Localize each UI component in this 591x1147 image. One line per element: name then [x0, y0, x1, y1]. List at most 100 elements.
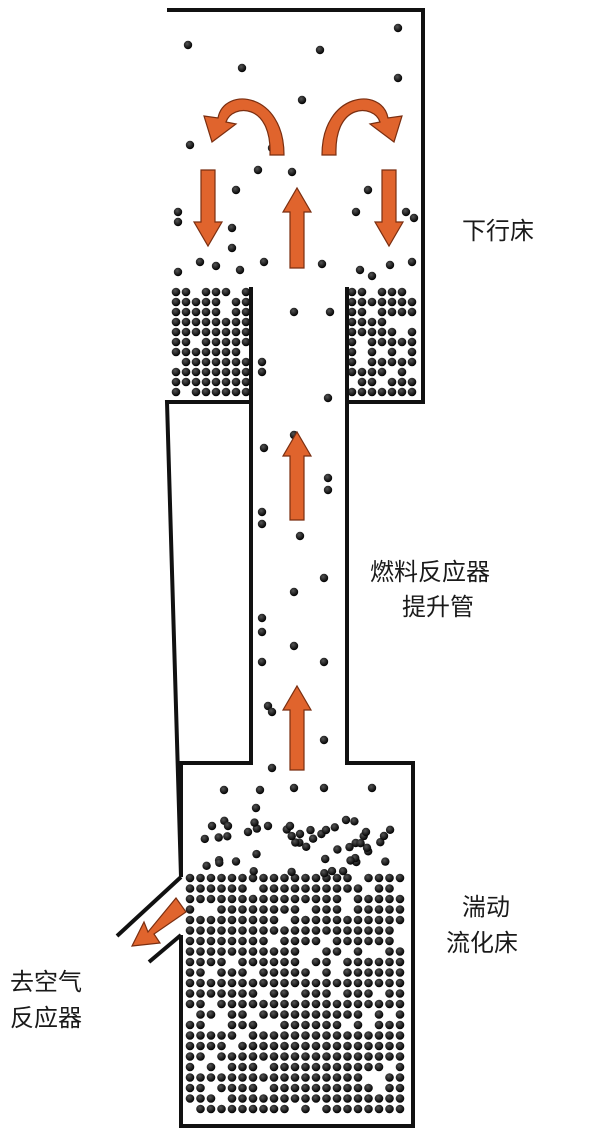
particle [217, 1073, 226, 1082]
particle [227, 926, 237, 935]
particle [181, 327, 191, 337]
particle [231, 327, 241, 337]
particle [353, 1094, 363, 1103]
particle [364, 873, 373, 883]
particle [290, 1041, 300, 1051]
particle [227, 1073, 237, 1082]
particle [306, 825, 315, 835]
particle [238, 894, 247, 904]
particle [301, 1041, 310, 1051]
particle [385, 1083, 394, 1093]
particle [374, 905, 384, 914]
particle [215, 858, 224, 867]
particle [397, 307, 407, 317]
particle [171, 317, 181, 327]
particle [319, 735, 329, 745]
particle [257, 507, 267, 517]
particle [201, 387, 211, 397]
particle [301, 926, 310, 935]
particle [395, 894, 405, 904]
particle [206, 978, 216, 988]
particle [385, 884, 394, 893]
particle [217, 957, 226, 967]
particle [353, 947, 363, 956]
particle [269, 1083, 279, 1093]
particle [185, 999, 195, 1009]
particle [385, 905, 394, 914]
particle [395, 989, 405, 998]
particle [227, 978, 237, 988]
particle [231, 857, 241, 866]
particle [290, 926, 300, 935]
particle [227, 1062, 237, 1072]
particle [280, 1062, 289, 1072]
particle [290, 1020, 300, 1030]
particle [385, 1041, 394, 1051]
particle [332, 978, 342, 988]
particle [407, 377, 417, 387]
particle [356, 839, 365, 848]
particle [290, 1073, 300, 1082]
particle [385, 894, 394, 904]
particle [241, 327, 251, 337]
particle [347, 287, 357, 297]
particle [241, 337, 251, 347]
turbulent-bed-label-line2: 流化床 [446, 929, 518, 957]
particle [325, 307, 335, 317]
particle [374, 915, 384, 925]
particle [280, 968, 289, 977]
particle [241, 297, 251, 307]
particle [395, 1031, 405, 1040]
particle [181, 357, 191, 367]
particle [196, 915, 205, 925]
particle [332, 1104, 342, 1114]
particle [217, 1052, 226, 1061]
particle [280, 1010, 289, 1019]
particle [171, 337, 181, 347]
particle [301, 884, 310, 893]
particle [385, 1094, 394, 1103]
particle [280, 1094, 289, 1103]
particle [322, 1041, 331, 1051]
particle [217, 884, 226, 893]
particle [377, 327, 387, 337]
particle [367, 327, 377, 337]
particle [227, 947, 237, 956]
particle [322, 905, 331, 914]
particle [407, 257, 417, 267]
particle [280, 1020, 289, 1030]
particle [332, 1052, 342, 1061]
particle [290, 947, 300, 956]
particle [357, 377, 367, 387]
particle [387, 327, 397, 337]
particle [353, 999, 363, 1009]
particle [196, 1020, 205, 1030]
particle [395, 1083, 405, 1093]
particle [385, 999, 394, 1009]
particle [385, 936, 394, 946]
particle [211, 377, 221, 387]
particle [377, 287, 387, 297]
particle [171, 377, 181, 387]
particle [343, 989, 352, 998]
particle [374, 936, 384, 946]
particle [332, 1020, 342, 1030]
particle [221, 287, 231, 297]
particle [290, 999, 300, 1009]
particle [374, 999, 384, 1009]
particle [322, 957, 331, 967]
particle [238, 936, 247, 946]
particle [301, 1062, 310, 1072]
particle [385, 1073, 394, 1082]
particle [181, 307, 191, 317]
particle [211, 307, 221, 317]
particle [374, 1094, 384, 1103]
particle [364, 1062, 373, 1072]
particle [367, 297, 377, 307]
particle [364, 978, 373, 988]
particle [290, 1083, 300, 1093]
particle [409, 213, 419, 223]
particle [185, 1020, 195, 1030]
particle [290, 968, 300, 977]
particle [364, 999, 373, 1009]
